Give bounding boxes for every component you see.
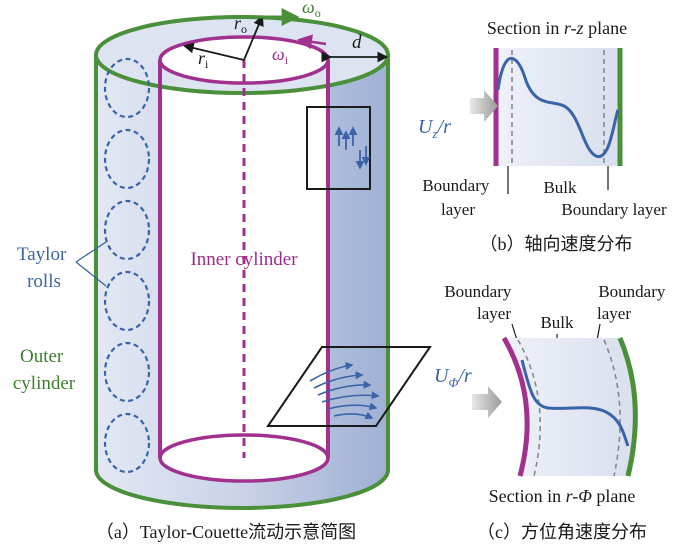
panel-b-bulk-label: Bulk	[543, 178, 577, 197]
panel-c-inner-wall	[501, 336, 530, 477]
omega-inner-arrow	[297, 34, 327, 50]
panel-c-outer-wall	[617, 337, 638, 477]
panel-b-caption: （b）轴向速度分布	[480, 234, 633, 254]
panel-b-profile	[496, 57, 620, 158]
taylor-roll	[103, 412, 151, 474]
inner-cylinder-label: Inner cylinder	[190, 249, 298, 270]
r-o-label: ro	[234, 13, 247, 36]
taylor-roll	[103, 57, 151, 119]
outer-cylinder-label: Outer cylinder	[13, 346, 76, 394]
panel-c-grey-arrow	[472, 386, 502, 418]
taylor-rolls-left	[103, 57, 151, 474]
taylor-roll	[103, 128, 151, 190]
panel-b-boundary-right-label: Boundary layer	[561, 200, 667, 219]
panel-c-boundary-left-label: Boundary layer	[444, 282, 515, 323]
panel-c-boundary-right-label: Boundary layer	[597, 282, 670, 323]
inset-rz-box	[306, 106, 371, 190]
omega-o-label: ωo	[302, 0, 321, 20]
panel-b-fluid	[496, 48, 620, 166]
panel-c-bulk-label: Bulk	[540, 313, 574, 332]
panel-c-caption: （c）方位角速度分布	[477, 522, 647, 542]
taylor-roll	[103, 341, 151, 403]
panel-b-boundary-left-label: Boundary layer	[422, 176, 493, 219]
taylor-pointer-2	[75, 261, 107, 287]
rphi-flow-arrows	[309, 361, 380, 420]
panel-b-grey-arrow	[470, 90, 498, 122]
panel-b-title: Section in r-z plane	[487, 18, 627, 38]
main-caption: （a）Taylor-Couette流动示意简图	[96, 522, 356, 542]
panel-b-u-label: Uz/r	[418, 116, 451, 141]
radius-outer-line	[243, 15, 264, 61]
r-i-label: ri	[198, 48, 209, 71]
inset-rphi-box	[266, 346, 432, 427]
panel-c-azimuthal: Boundary layer Bulk Boundary layer UΦ/r …	[434, 282, 670, 542]
inner-bottom-rim	[158, 433, 330, 483]
taylor-pointer-1	[75, 241, 107, 263]
taylor-roll	[103, 199, 151, 261]
cylinder-diagram: ro ri ωo ωi d Taylor rolls Outer cylinde…	[13, 0, 432, 510]
radius-inner-line	[182, 42, 245, 61]
panel-c-profile	[520, 359, 630, 447]
omega-i-label: ωi	[272, 44, 289, 67]
d-label: d	[352, 32, 362, 53]
outer-bottom-rim	[94, 469, 390, 510]
panel-c-title: Section in r-Φ plane	[489, 486, 636, 506]
taylor-roll	[103, 270, 151, 332]
panel-c-bl-right	[603, 339, 621, 477]
rz-flow-arrows	[334, 126, 371, 170]
panel-c-u-label: UΦ/r	[434, 365, 472, 390]
taylor-rolls-label: Taylor rolls	[17, 244, 71, 292]
panel-b-axial: Section in r-z plane Uz/r Boundary layer…	[418, 18, 667, 254]
